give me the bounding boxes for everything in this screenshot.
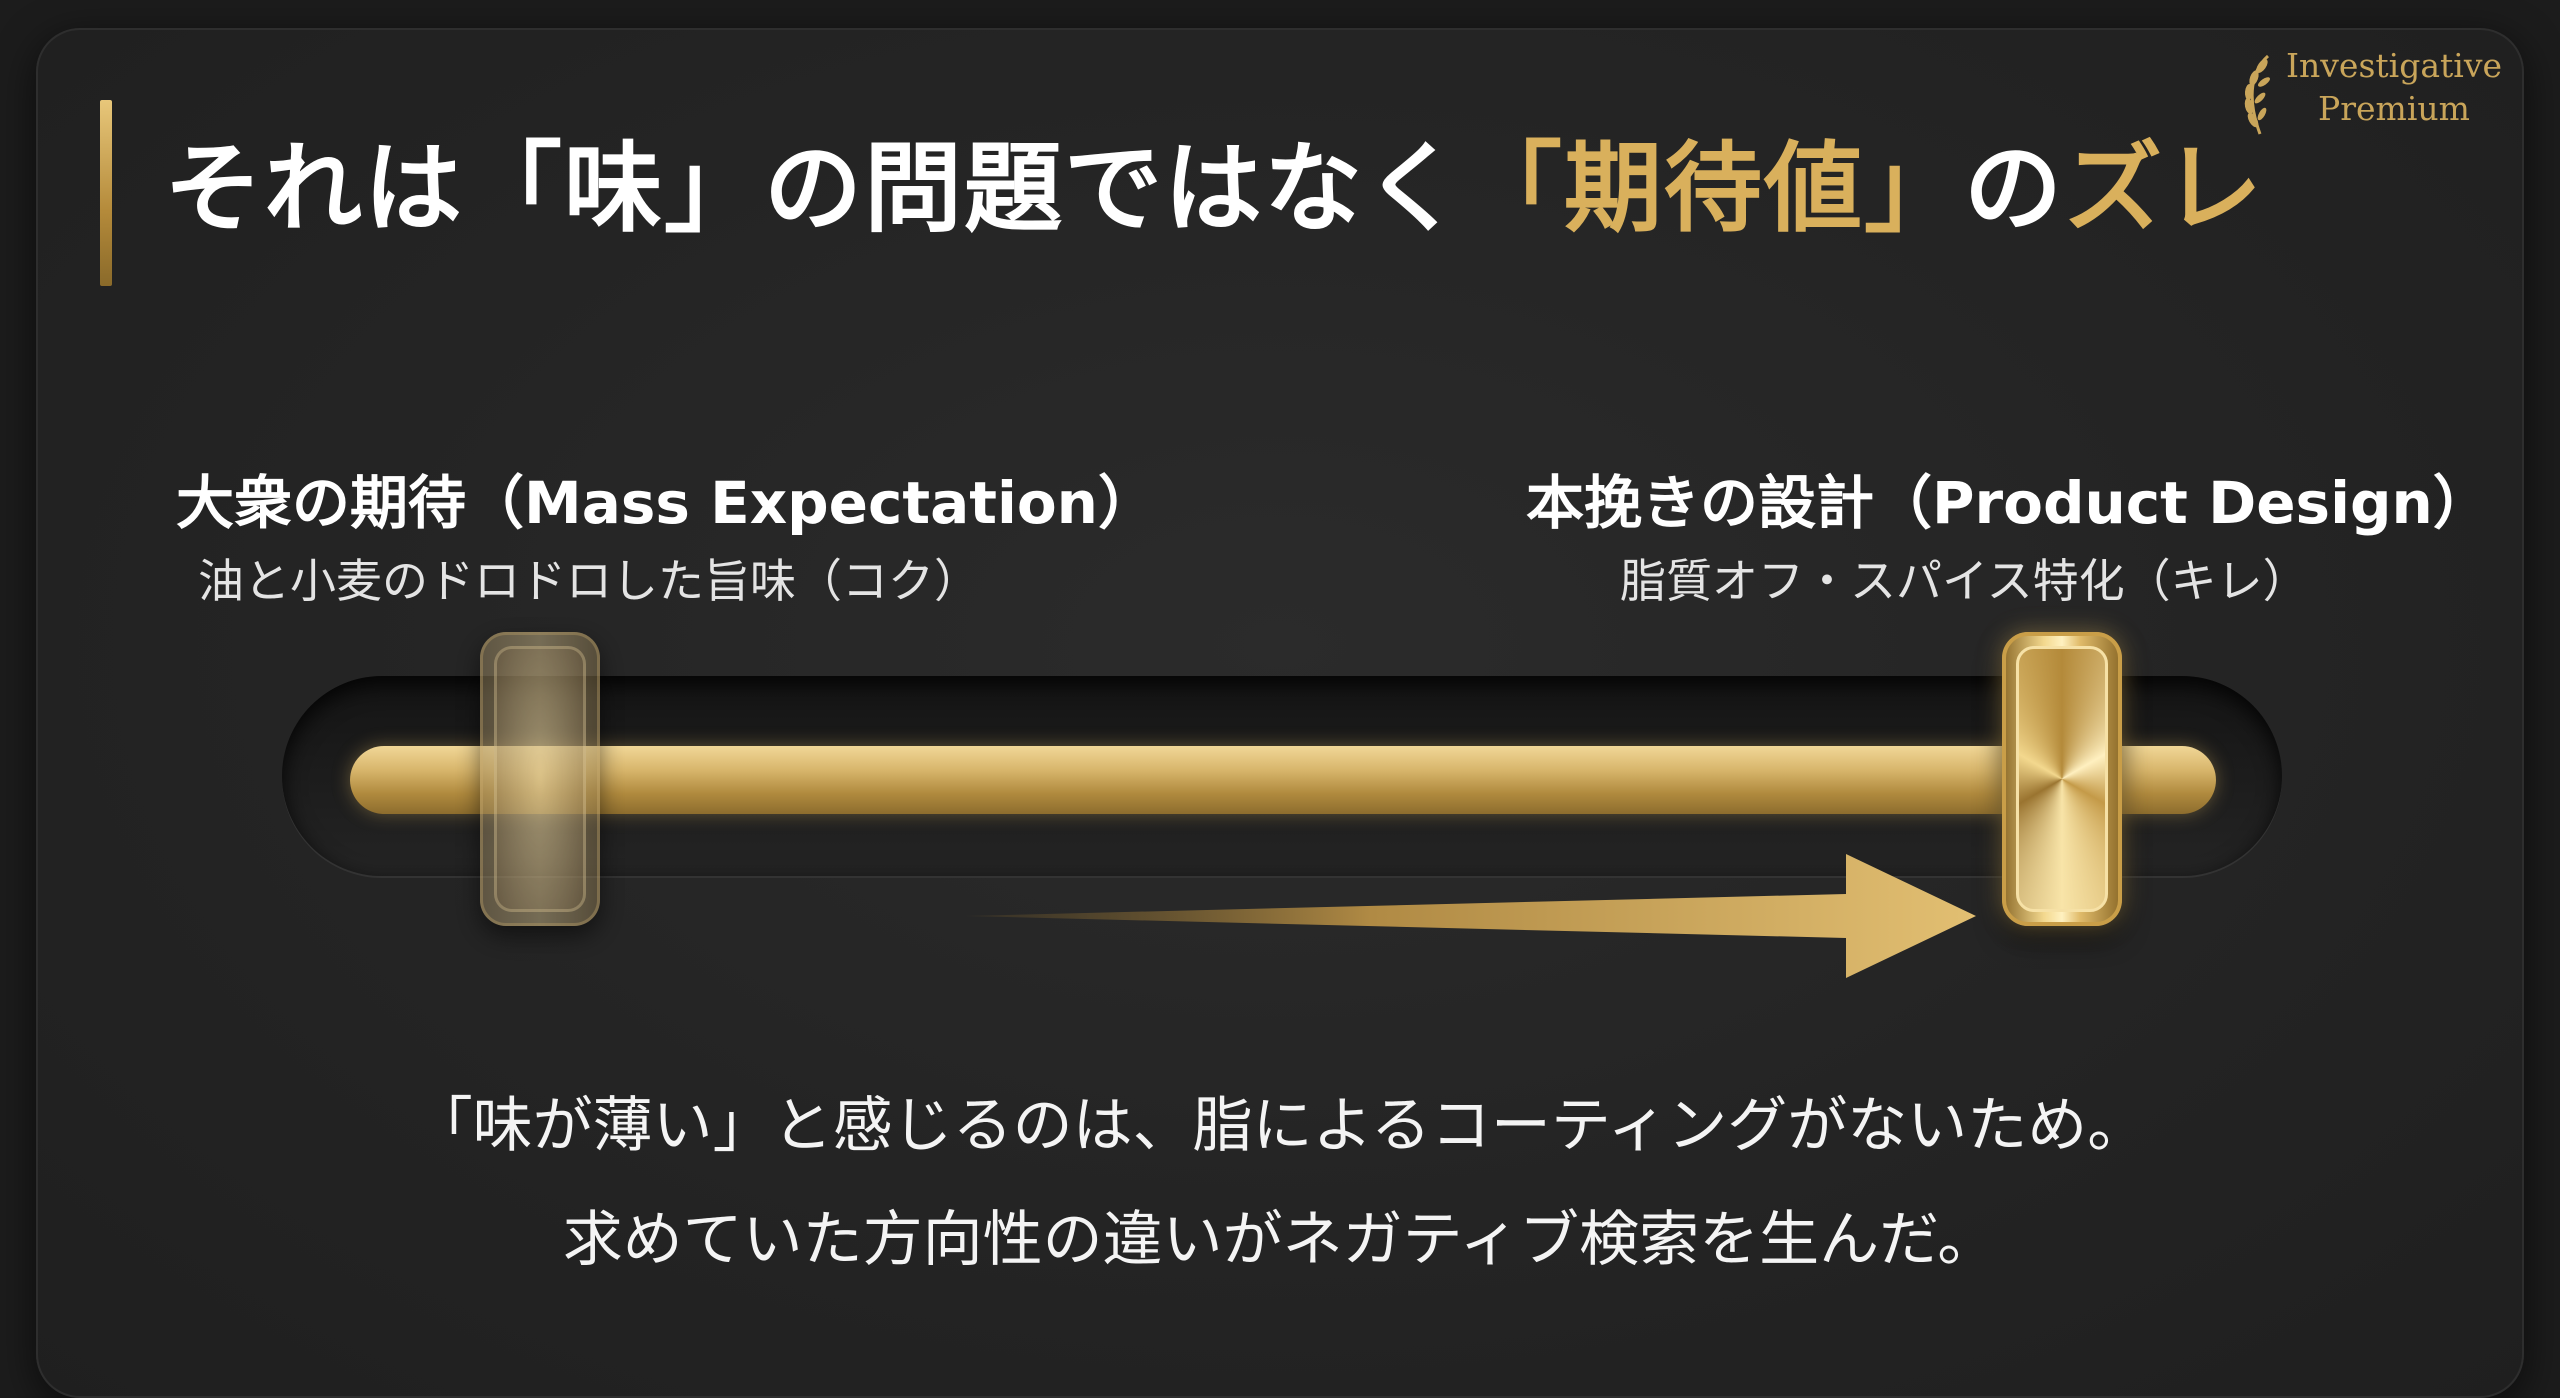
brand-line-2: Premium — [2318, 89, 2470, 128]
title-highlight-expectation: 「期待値」 — [1464, 132, 1965, 246]
mass-expectation-label: 大衆の期待（Mass Expectation） 油と小麦のドロドロした旨味（コク… — [176, 474, 1156, 604]
explanation-line-2: 求めていた方向性の違いがネガティブ検索を生んだ。 — [562, 1205, 1998, 1275]
brand-logo: Investigative Premium — [2238, 44, 2506, 144]
slider-rail — [350, 746, 2216, 814]
title-highlight-gap: ズレ — [2064, 132, 2265, 246]
page-title: それは「味」の問題ではなく「期待値」のズレ — [164, 140, 2264, 238]
product-design-knob-face — [2016, 646, 2108, 912]
product-design-label: 本挽きの設計（Product Design） 脂質オフ・スパイス特化（キレ） — [1526, 474, 2491, 604]
mass-expectation-heading: 大衆の期待（Mass Expectation） — [176, 469, 1156, 537]
mass-expectation-knob-face — [494, 646, 586, 912]
brand-name: Investigative Premium — [2282, 44, 2506, 130]
laurel-icon — [2244, 54, 2270, 135]
title-part-2: の — [1964, 132, 2065, 246]
slide: それは「味」の問題ではなく「期待値」のズレ Investigative Prem… — [36, 28, 2524, 1398]
mass-expectation-description: 油と小麦のドロドロした旨味（コク） — [198, 554, 980, 608]
title-accent-bar — [100, 100, 112, 286]
shift-arrow-icon — [966, 854, 1976, 978]
product-design-knob — [2002, 632, 2122, 926]
product-design-description: 脂質オフ・スパイス特化（キレ） — [1620, 554, 2309, 608]
title-part-1: それは「味」の問題ではなく — [164, 132, 1465, 246]
mass-expectation-knob — [480, 632, 600, 926]
product-design-heading: 本挽きの設計（Product Design） — [1526, 469, 2491, 537]
brand-line-1: Investigative — [2286, 46, 2502, 85]
explanation-line-1: 「味が薄い」と感じるのは、脂によるコーティングがないため。 — [412, 1091, 2148, 1161]
